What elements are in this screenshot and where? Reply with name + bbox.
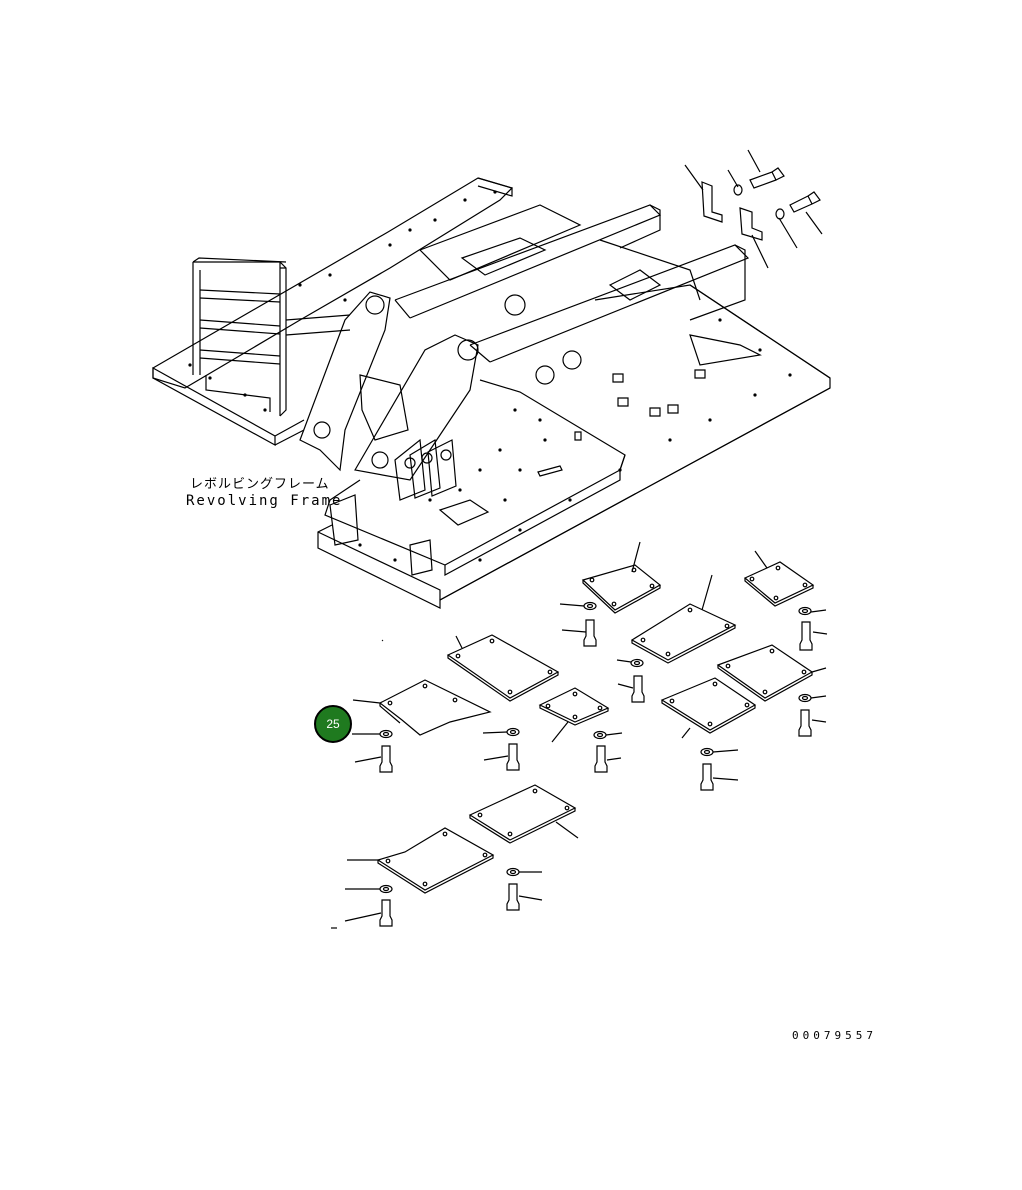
main-beam-right xyxy=(470,245,748,362)
leader-lines xyxy=(331,604,827,928)
mirror-bracket-parts xyxy=(685,150,822,268)
frame-label-japanese: レボルビングフレーム xyxy=(190,477,330,492)
cylinder-lugs xyxy=(330,440,456,575)
boom-foot-brackets xyxy=(300,292,478,480)
cover-plate xyxy=(380,680,490,735)
part-callout-badge[interactable]: 25 xyxy=(314,705,352,743)
left-deck-holes xyxy=(188,190,497,412)
cover-plate xyxy=(745,562,813,603)
cover-plate xyxy=(378,828,493,890)
cover-plate xyxy=(470,785,575,840)
center-deck xyxy=(325,380,625,565)
left-deck-plate xyxy=(153,178,512,388)
beam-hole xyxy=(505,295,525,315)
cover-plate xyxy=(448,635,558,698)
document-id: 00079557 xyxy=(792,1029,877,1042)
frame-label-english: Revolving Frame xyxy=(186,493,343,509)
bolts xyxy=(380,620,812,926)
cover-plates xyxy=(347,542,813,893)
revolving-frame-drawing xyxy=(153,178,830,608)
washers-and-bolts xyxy=(331,603,827,929)
callout-number: 25 xyxy=(326,717,340,731)
main-beam-left xyxy=(395,205,660,318)
rear-guard-frame xyxy=(193,258,350,416)
